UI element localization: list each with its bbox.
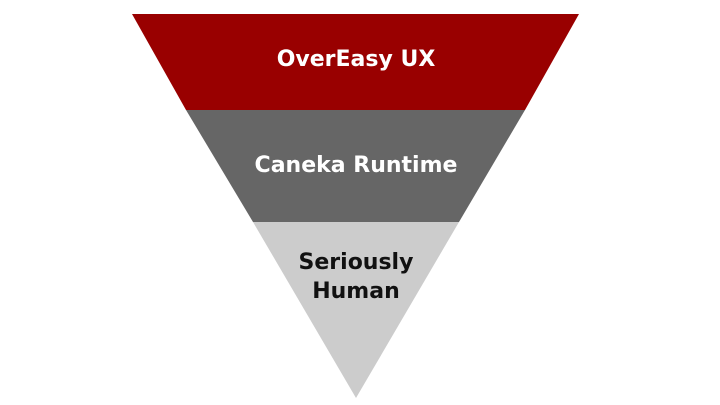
layer-top-shape <box>132 14 579 110</box>
layer-middle-shape <box>186 110 525 222</box>
layer-bottom-shape <box>253 222 459 398</box>
layer-middle-label: Caneka Runtime <box>254 153 458 178</box>
layer-bottom-label-line2: Human <box>312 279 400 304</box>
layer-top-label: OverEasy UX <box>276 47 436 72</box>
layer-bottom-label-line1: Seriously <box>298 250 414 275</box>
